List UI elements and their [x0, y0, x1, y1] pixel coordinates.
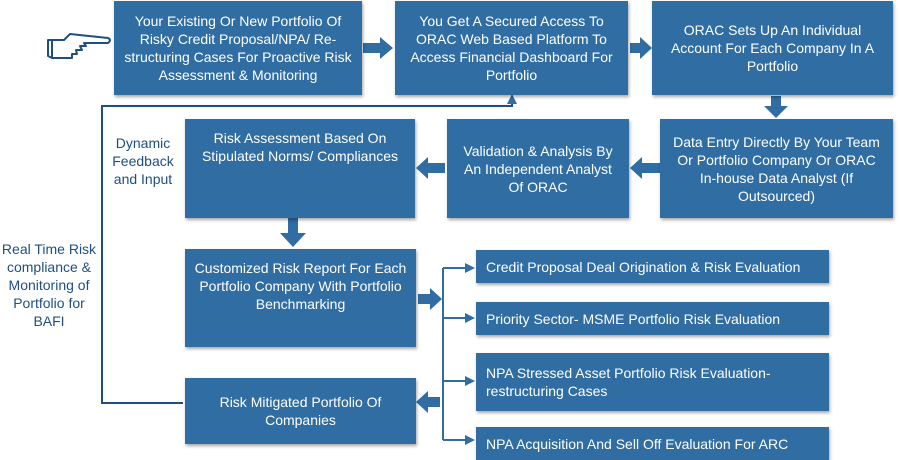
box-npa-stressed: NPA Stressed Asset Portfolio Risk Evalua…: [476, 353, 829, 411]
box-credit-proposal: Credit Proposal Deal Origination & Risk …: [476, 250, 829, 283]
arrow-validation-to-assessment: [416, 157, 445, 179]
arrow-account-to-dataentry: [764, 96, 788, 118]
arrow-report-to-branches: [418, 288, 442, 310]
arrow-access-to-account: [630, 37, 652, 59]
box-validation: Validation & Analysis By An Independent …: [447, 119, 629, 218]
box-npa-acquisition: NPA Acquisition And Sell Off Evaluation …: [476, 427, 829, 460]
arrow-existing-to-access: [363, 37, 393, 59]
box-individual-account: ORAC Sets Up An Individual Account For E…: [652, 1, 893, 95]
arrow-branches-to-mitigated: [416, 391, 440, 413]
box-customized-report: Customized Risk Report For Each Portfoli…: [185, 249, 416, 347]
label-dynamic-feedback: Dynamic Feedback and Input: [112, 135, 174, 187]
box-priority-sector: Priority Sector- MSME Portfolio Risk Eva…: [476, 302, 829, 335]
box-secured-access: You Get A Secured Access To ORAC Web Bas…: [395, 1, 628, 95]
label-real-time-monitoring: Real Time Risk compliance & Monitoring o…: [1, 241, 97, 329]
box-risk-assessment: Risk Assessment Based On Stipulated Norm…: [185, 119, 415, 218]
box-existing-portfolio: Your Existing Or New Portfolio Of Risky …: [114, 1, 362, 95]
arrow-dataentry-to-validation: [630, 157, 660, 179]
arrow-assessment-to-report: [280, 218, 306, 247]
feedback-loop: [101, 94, 517, 404]
branch-tree: [442, 263, 475, 445]
box-data-entry: Data Entry Directly By Your Team Or Port…: [660, 119, 893, 218]
pointing-hand-icon: [44, 26, 114, 66]
box-risk-mitigated: Risk Mitigated Portfolio Of Companies: [185, 378, 416, 444]
